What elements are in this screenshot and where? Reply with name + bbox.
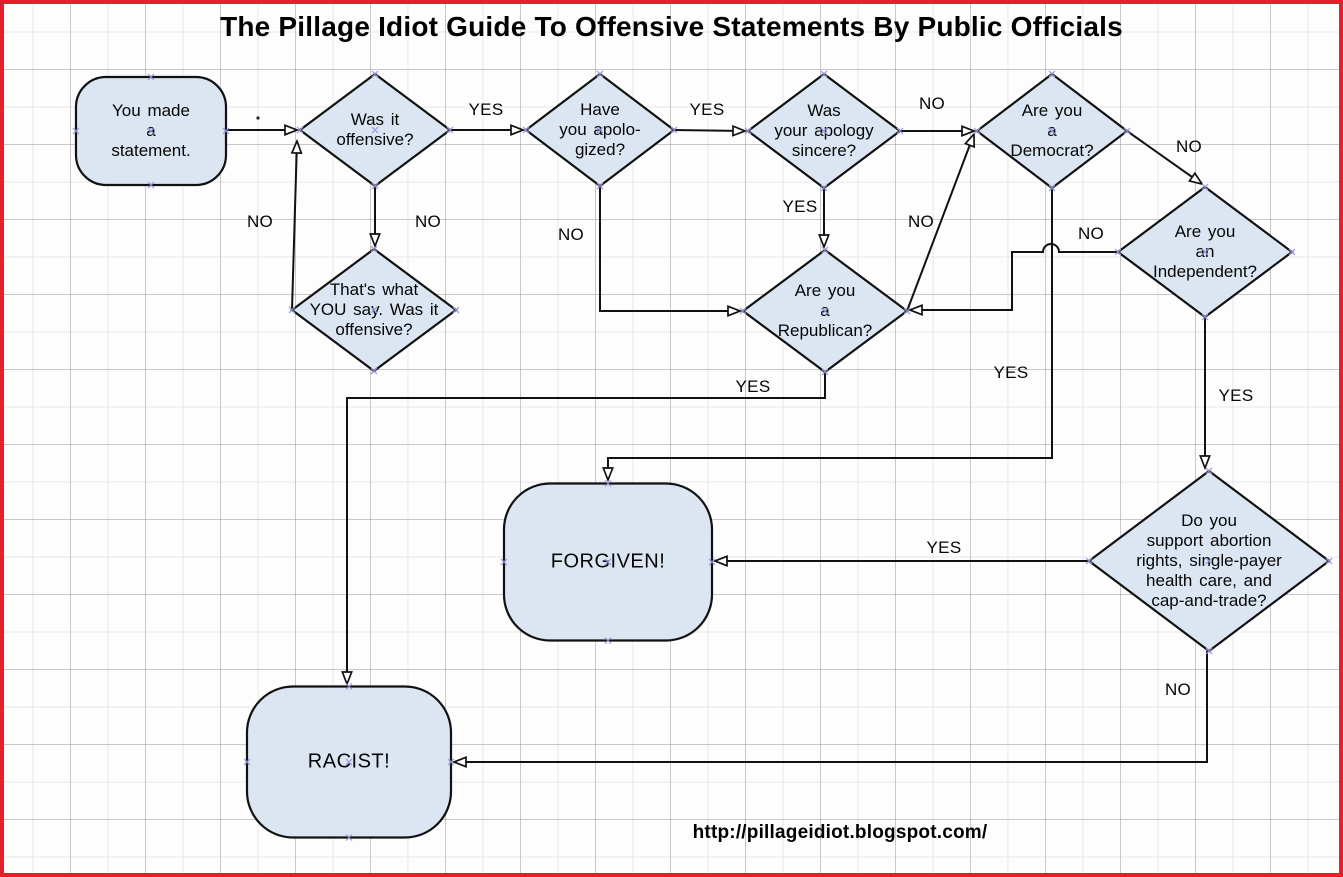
edge-label-thats-what-no: NO bbox=[246, 212, 274, 231]
node-democrat-label: Are you a Democrat? bbox=[1010, 101, 1094, 160]
edge-label-abortion-no: NO bbox=[1164, 680, 1192, 699]
node-sincere-label: Was your apology sincere? bbox=[774, 101, 874, 160]
node-republican-label: Are you a Republican? bbox=[777, 281, 873, 340]
node-apologized-label: Have you apolo- gized? bbox=[559, 100, 641, 159]
node-independent-label: Are you an Independent? bbox=[1153, 222, 1257, 281]
edge-label-sincere-yes: YES bbox=[782, 197, 818, 216]
node-racist-label: RACIST! bbox=[307, 750, 391, 773]
node-thats-what-label: That's what YOU say. Was it offensive? bbox=[309, 280, 439, 339]
node-offensive-label: Was it offensive? bbox=[336, 110, 414, 149]
labels-layer: YES YES NO NO NO NO NO YES NO NO YES YES YES YES NO You… bbox=[4, 4, 1339, 873]
edge-label-offensive-yes: YES bbox=[468, 100, 504, 119]
edge-label-apologized-yes: YES bbox=[689, 100, 725, 119]
node-forgiven-label: FORGIVEN! bbox=[550, 550, 666, 573]
edge-label-independent-no: NO bbox=[1077, 224, 1105, 243]
edge-label-apologized-no: NO bbox=[557, 225, 585, 244]
edge-label-sincere-no: NO bbox=[918, 94, 946, 113]
edge-label-democrat-no: NO bbox=[1175, 137, 1203, 156]
edge-label-republican-yes: YES bbox=[735, 377, 771, 396]
edge-label-independent-yes: YES bbox=[1218, 386, 1254, 405]
footer-url: http://pillageidiot.blogspot.com/ bbox=[692, 822, 988, 843]
edge-label-democrat-yes: YES bbox=[993, 363, 1029, 382]
node-start-label: You made a statement. bbox=[111, 101, 191, 160]
node-abortion-label: Do you support abortion rights, single-p… bbox=[1136, 511, 1282, 610]
page-title: The Pillage Idiot Guide To Offensive Sta… bbox=[220, 11, 1123, 42]
edge-label-abortion-yes: YES bbox=[926, 538, 962, 557]
edge-label-republican-no: NO bbox=[907, 212, 935, 231]
edge-label-offensive-no: NO bbox=[414, 212, 442, 231]
